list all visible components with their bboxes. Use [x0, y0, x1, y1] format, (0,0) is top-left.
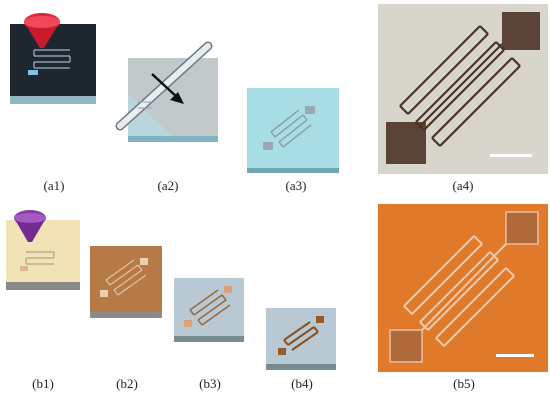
photo-serpentine-grey	[378, 4, 548, 174]
grey-substrate-final-trace	[266, 308, 336, 370]
panel-b3-caption: (b3)	[199, 376, 221, 391]
printing-purple-ink-illustration	[6, 210, 80, 290]
panel-a2-caption: (a2)	[157, 178, 179, 193]
panel-b2-caption: (b2)	[116, 376, 138, 391]
panel-b1-caption: (b1)	[32, 376, 54, 391]
brown-substrate-trace	[90, 246, 162, 318]
panel-a1-caption: (a1)	[43, 178, 65, 193]
panel-a3-caption: (a3)	[285, 178, 307, 193]
panel-a4-caption: (a4)	[452, 178, 474, 193]
transferred-trace-illustration	[247, 88, 339, 173]
panel-b4-caption: (b4)	[291, 376, 313, 391]
roller-transfer-illustration	[115, 41, 218, 142]
printing-red-ink-illustration	[10, 13, 96, 104]
panel-b3	[172, 276, 248, 346]
panel-b1	[4, 206, 84, 292]
panel-a2	[112, 40, 222, 150]
panel-a3	[243, 84, 343, 176]
panel-b5-caption: (b5)	[453, 376, 475, 391]
grey-substrate-brown-trace	[174, 278, 244, 342]
panel-b5	[378, 204, 548, 372]
photo-serpentine-orange	[378, 204, 548, 372]
panel-b2	[88, 244, 166, 322]
panel-a1	[8, 10, 100, 108]
panel-a4	[378, 4, 548, 174]
panel-b4	[264, 306, 340, 374]
